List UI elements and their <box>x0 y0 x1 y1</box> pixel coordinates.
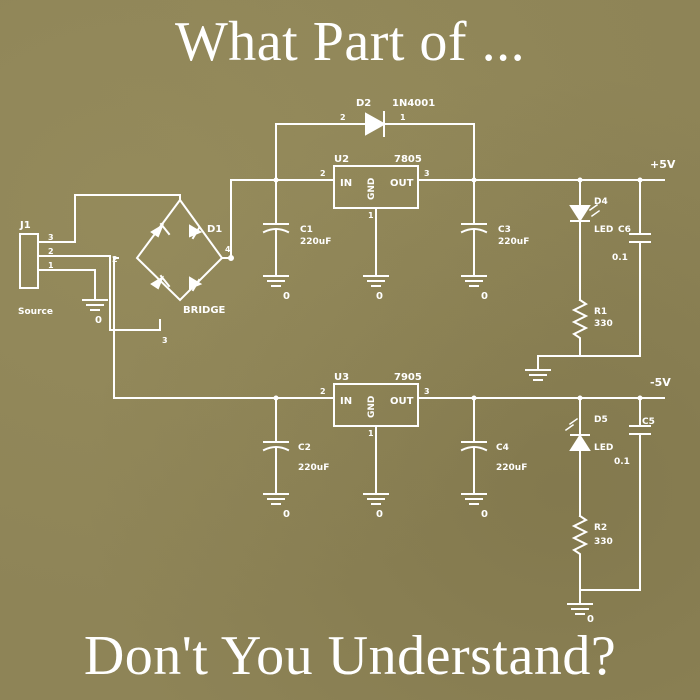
led-neg-ref: D5 <box>594 415 608 425</box>
led-pos-ref: D4 <box>594 197 608 207</box>
connector-pin-1: 1 <box>48 261 54 270</box>
connector-ref: J1 <box>19 220 31 231</box>
r2-value: 330 <box>594 537 613 547</box>
led-pos-value: LED <box>594 225 613 235</box>
c5-ref: C5 <box>642 417 655 427</box>
diode-pin-a: 2 <box>340 113 346 122</box>
reg-neg-pin-out: 3 <box>424 387 430 396</box>
diode-part: 1N4001 <box>392 98 435 109</box>
top-title: What Part of ... <box>174 11 526 73</box>
reg-neg-part: 7905 <box>394 372 422 383</box>
reg-neg-out: OUT <box>390 396 414 407</box>
resistor-r2: R2 330 <box>571 514 613 591</box>
connector-j1: J1 Source 3 2 1 <box>18 220 96 317</box>
c1-ref: C1 <box>300 225 313 235</box>
capacitor-c5: C5 0.1 <box>614 397 655 591</box>
c6-value: 0.1 <box>612 253 628 263</box>
c2-ground-label: 0 <box>283 509 290 520</box>
junction-dots <box>273 177 643 401</box>
reg-pos-in: IN <box>340 178 352 189</box>
bridge-pin-3: 3 <box>162 336 168 345</box>
rail-neg-label: -5V <box>650 376 671 389</box>
reg-pos-part: 7805 <box>394 154 422 165</box>
c6-ref: C6 <box>618 225 631 235</box>
diode-pin-k: 1 <box>400 113 406 122</box>
diode-ref: D2 <box>356 98 371 109</box>
bridge-ref: D1 <box>207 224 222 235</box>
c1-ground-label: 0 <box>283 291 290 302</box>
reg-neg-pin-gnd: 1 <box>368 429 374 438</box>
r1-value: 330 <box>594 319 613 329</box>
rail-pos-label: +5V <box>650 158 676 171</box>
reg-neg-pin-in: 2 <box>320 387 326 396</box>
led-neg-ground-label: 0 <box>587 614 594 625</box>
connector-name: Source <box>18 307 53 317</box>
resistor-r1: R1 330 <box>571 298 613 357</box>
bridge-pin-4: 4 <box>225 245 231 254</box>
capacitor-c1: 0 C1 220uF <box>262 179 331 302</box>
diode-d2: D2 1N4001 2 1 <box>275 98 475 181</box>
reg-pos-out: OUT <box>390 178 414 189</box>
connector-ground-label: 0 <box>95 315 102 326</box>
connector-pin-3: 3 <box>48 233 54 242</box>
c4-value: 220uF <box>496 463 527 473</box>
reg-pos-pin-gnd: 1 <box>368 211 374 220</box>
u2-ground-label: 0 <box>376 291 383 302</box>
c1-value: 220uF <box>300 237 331 247</box>
regulator-u3: U3 7905 IN OUT GND 2 3 1 <box>320 372 430 438</box>
reg-neg-in: IN <box>340 396 352 407</box>
c4-ref: C4 <box>496 443 509 453</box>
c2-ref: C2 <box>298 443 311 453</box>
u3-ground-label: 0 <box>376 509 383 520</box>
c3-ground-label: 0 <box>481 291 488 302</box>
capacitor-c4: 0 C4 220uF <box>460 397 527 520</box>
regulator-u2: U2 7805 IN OUT GND 2 3 1 <box>320 154 430 220</box>
bridge-rectifier: D1 BRIDGE 2 4 3 <box>112 198 234 345</box>
led-d5: D5 LED <box>564 397 613 517</box>
reg-neg-gnd: GND <box>367 396 377 418</box>
reg-pos-pin-in: 2 <box>320 169 326 178</box>
reg-pos-pin-out: 3 <box>424 169 430 178</box>
r2-ref: R2 <box>594 523 607 533</box>
c3-ref: C3 <box>498 225 511 235</box>
led-d4: D4 LED <box>569 179 613 301</box>
led-neg-value: LED <box>594 443 613 453</box>
c2-value: 220uF <box>298 463 329 473</box>
connector-pin-2: 2 <box>48 247 54 256</box>
reg-pos-gnd: GND <box>367 178 377 200</box>
bottom-title: Don't You Understand? <box>83 625 617 687</box>
capacitor-c3: 0 C3 220uF <box>460 179 529 302</box>
reg-pos-ref: U2 <box>334 154 349 165</box>
bridge-name: BRIDGE <box>183 305 226 316</box>
capacitor-c2: 0 C2 220uF <box>262 397 329 520</box>
r1-ref: R1 <box>594 307 607 317</box>
reg-neg-ref: U3 <box>334 372 349 383</box>
c5-value: 0.1 <box>614 457 630 467</box>
c3-value: 220uF <box>498 237 529 247</box>
c4-ground-label: 0 <box>481 509 488 520</box>
capacitor-c6: C6 0.1 <box>612 179 651 357</box>
